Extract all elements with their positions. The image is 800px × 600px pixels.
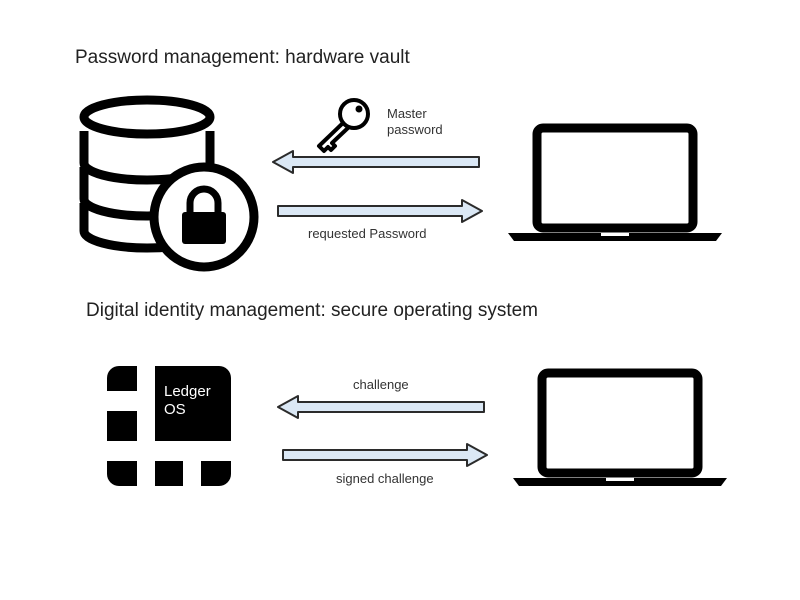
- ledger-os-label-line1: Ledger: [164, 383, 211, 400]
- ledger-os-label-line2: OS: [164, 401, 186, 418]
- key-icon: [317, 98, 370, 153]
- master-password-label-line2: password: [387, 122, 443, 137]
- section-title-password: Password management: hardware vault: [75, 47, 410, 68]
- ledger-os-icon: [107, 366, 231, 486]
- requested-password-label: requested Password: [308, 226, 427, 241]
- section-title-identity: Digital identity management: secure oper…: [86, 300, 539, 321]
- arrow-right-signed-challenge: [282, 443, 488, 467]
- arrow-left-challenge: [277, 395, 485, 419]
- laptop-icon: [508, 123, 722, 241]
- laptop-icon: [513, 368, 727, 486]
- arrow-left-master-password: [272, 150, 480, 174]
- database-lock-icon: [79, 95, 259, 272]
- master-password-label-line1: Master: [387, 106, 427, 121]
- challenge-label: challenge: [353, 377, 409, 392]
- signed-challenge-label: signed challenge: [336, 471, 434, 486]
- arrow-right-requested-password: [277, 199, 483, 223]
